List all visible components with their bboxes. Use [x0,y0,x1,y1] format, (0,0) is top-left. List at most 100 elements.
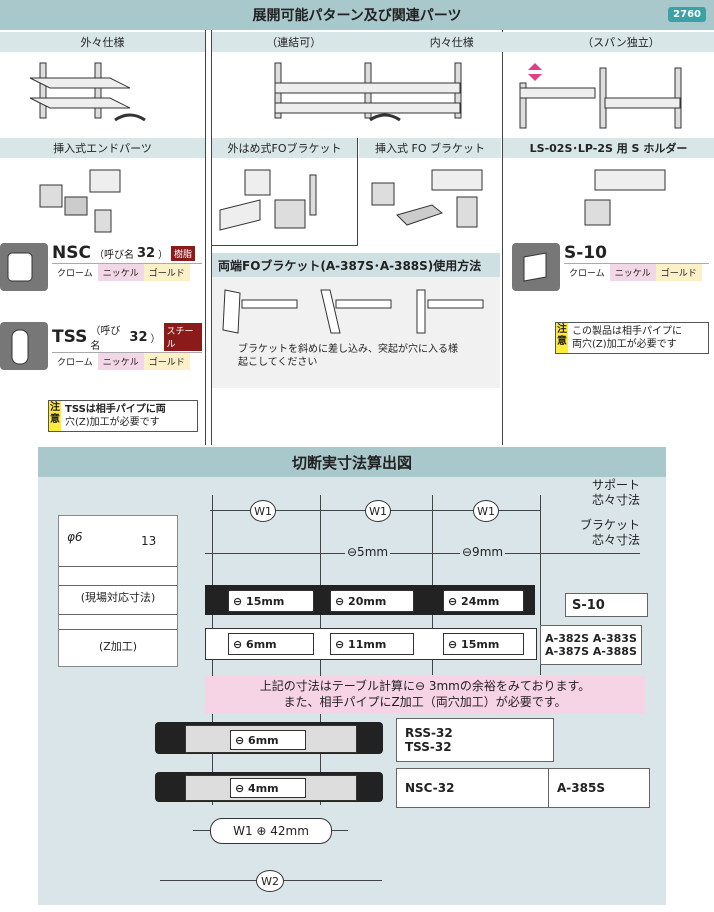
minus-9mm-label: ⊖9mm [460,545,506,559]
minus-5mm-label: ⊖5mm [345,545,391,559]
s10-color-options: クローム ニッケル ゴールド [564,263,709,281]
bracket-center-label: ブラケット芯々寸法 [579,518,640,547]
dim-minus-4mm: ⊖ 4mm [230,778,306,798]
color-gold: ゴールド [655,264,702,281]
color-gold: ゴールド [143,353,190,370]
page-header: 展開可能パターン及び関連パーツ [0,0,714,30]
bracket-dimension-line [205,553,640,554]
column-divider-3 [502,30,503,445]
usage-description: ブラケットを斜めに差し込み、突起が穴に入る様起こしてください [238,344,458,368]
usage-step-2 [320,289,392,334]
dim-minus-6mm-a: ⊖ 6mm [228,633,314,655]
tss-product-icon [0,322,48,370]
label-s10: S-10 [565,593,648,617]
w2-circle: W2 [256,870,284,892]
tss-spec-num: 32 [129,329,148,345]
inner-pattern-renketsu-illustration [270,58,470,133]
s-holder-illustration [570,165,680,235]
w1-plus-42mm-label: W1 ⊕ 42mm [210,818,332,844]
insert-end-parts-header: 挿入式エンドパーツ [0,138,205,158]
onsite-dimension-label: (現場対応寸法) [80,591,156,604]
tss-caution-note: 注意 TSSは相手パイプに両穴(Z)加工が必要です [48,400,198,432]
phi6-label: φ6 [67,530,83,544]
page-title: 展開可能パターン及び関連パーツ [252,8,462,24]
s10-product-name: S-10 [564,243,607,263]
nsc-spec-prefix: （呼び名 [93,249,134,261]
nsc-product-icon [0,243,48,291]
w1-circle-3: W1 [473,500,499,522]
label-rss32: RSS-32 [405,726,453,740]
caution-label: 注意 [556,323,568,353]
dim-minus-6mm-b: ⊖ 6mm [230,730,306,750]
w1-circle-1: W1 [250,500,276,522]
dim-13-label: 13 [141,534,157,548]
outer-fo-bottom-border [212,245,357,246]
pattern-outer-label: 外々仕様 [80,36,125,49]
color-chrome: クローム [564,264,610,281]
color-nickel: ニッケル [609,264,656,281]
pattern-span-label: （スパン独立） [582,36,660,49]
caution-label: 注意 [49,401,61,431]
pattern-outer-header: 外々仕様 [0,32,205,52]
outer-fo-bracket-label: 外はめ式FOブラケット [227,142,342,155]
color-nickel: ニッケル [97,264,144,281]
margin-note: 上記の寸法はテーブル計算に⊖ 3mmの余裕をみております。 また、相手パイプにZ… [205,676,645,714]
s10-product-info: S-10 クローム ニッケル ゴールド [564,243,709,281]
tss-material-tag: スチール [163,323,202,351]
fo-bracket-usage-box: 両端FOブラケット(A-387S･A-388S)使用方法 ブラケットを斜めに差し… [212,253,500,388]
cut-dimension-header: 切断実寸法算出図 [38,447,666,477]
ls-holder-header: LS-02S･LP-2S 用 S ホルダー [503,138,714,158]
insert-fo-bracket-label: 挿入式 FO ブラケット [375,142,485,155]
usage-steps [212,277,500,335]
support-post-4 [540,495,541,675]
color-chrome: クローム [52,264,98,281]
label-rss-tss: RSS-32 TSS-32 [396,718,554,762]
pattern-renketsu-label: （連結可） [266,36,322,49]
outer-pattern-illustration [20,58,180,133]
margin-note-line2: また、相手パイプにZ加工（両穴加工）が必要です。 [283,695,567,709]
column-divider-2 [211,30,212,445]
insert-end-parts-illustration [35,165,165,235]
insert-end-parts-label: 挿入式エンドパーツ [53,142,152,155]
tss-color-options: クローム ニッケル ゴールド [52,352,202,370]
usage-step-1 [222,289,298,334]
w1-circle-2: W1 [365,500,391,522]
tss-caution-text: TSSは相手パイプに両穴(Z)加工が必要です [65,404,166,428]
nsc-color-options: クローム ニッケル ゴールド [52,263,202,281]
s10-caution-text: この製品は相手パイプに両穴(Z)加工が必要です [572,326,682,350]
usage-title: 両端FOブラケット(A-387S･A-388S)使用方法 [212,253,500,277]
outer-fo-bracket-header: 外はめ式FOブラケット [212,138,357,158]
outer-fo-right-border [357,138,358,246]
pipe-top-view [59,614,177,630]
support-center-label: サポート芯々寸法 [591,478,640,507]
pipe-side-view [59,566,177,586]
label-a387: A-387S A-388S [545,645,637,658]
cut-dimension-title: 切断実寸法算出図 [291,453,412,472]
column-divider-1 [205,30,206,445]
insert-fo-bracket-illustration [362,165,497,235]
z-process-label: (Z加工) [98,640,138,653]
insert-fo-bracket-header: 挿入式 FO ブラケット [359,138,501,158]
s10-caution-note: 注意 この製品は相手パイプに両穴(Z)加工が必要です [555,322,709,354]
outer-fo-bracket-illustration [215,165,355,235]
label-tss32: TSS-32 [405,740,452,754]
dim-minus-15mm-b: ⊖ 15mm [443,633,524,655]
nsc-spec-num: 32 [136,245,156,261]
label-nsc32: NSC-32 [396,768,554,808]
page-number-badge: 2760 [668,7,706,22]
nsc-material-tag: 樹脂 [171,245,196,261]
label-a382-a387: A-382S A-383S A-387S A-388S [540,625,642,665]
ls-holder-label: LS-02S･LP-2S 用 S ホルダー [529,142,688,155]
color-gold: ゴールド [143,264,190,281]
tss-product-name: TSS [52,327,88,347]
inner-pattern-span-illustration [515,58,695,133]
dim-minus-15mm: ⊖ 15mm [228,590,314,612]
label-a382: A-382S A-383S [545,632,637,645]
tss-spec-suffix: ） [150,333,161,345]
color-chrome: クローム [52,353,98,370]
pattern-inner-header: （連結可） 内々仕様 （スパン独立） [212,32,714,52]
s10-product-icon [512,243,560,291]
nsc-product-name: NSC [52,243,91,263]
